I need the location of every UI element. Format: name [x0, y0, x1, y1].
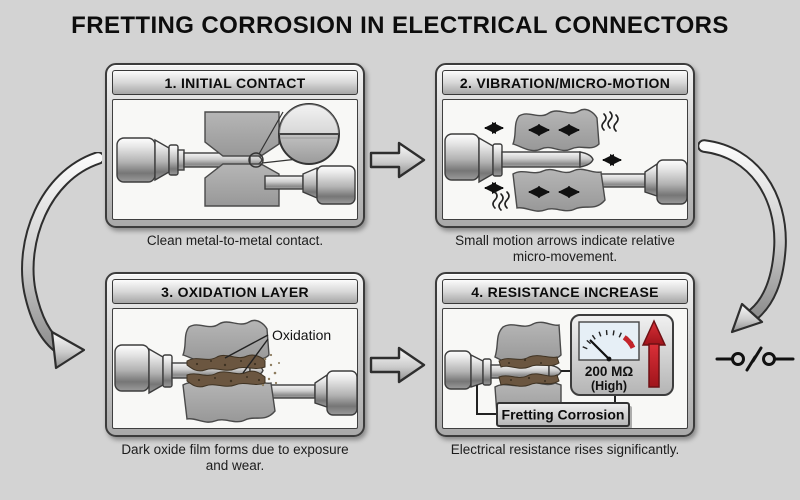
- vibration-illustration: [444, 108, 687, 212]
- fretting-corrosion-label: Fretting Corrosion: [502, 407, 625, 423]
- panel-vibration-micro-motion: 2. VIBRATION/MICRO-MOTION: [435, 63, 695, 228]
- panel-4-header: 4. RESISTANCE INCREASE: [442, 279, 688, 304]
- vibration-squiggles-icon: [492, 111, 619, 211]
- panel-4-body: 200 MΩ (High) Fretting Corrosion: [442, 308, 688, 429]
- oxide-film: [498, 355, 560, 387]
- oxidation-label: Oxidation: [272, 327, 331, 343]
- left-connector: [444, 133, 594, 184]
- caption-panel-4: Electrical resistance rises significantl…: [450, 442, 680, 457]
- oxide-speckles: [508, 358, 546, 382]
- magnifier-callout: [248, 103, 340, 168]
- caption-panel-2: Small motion arrows indicate relative mi…: [455, 233, 675, 265]
- rising-resistance-arrow-icon: [641, 319, 667, 388]
- flow-arrow-3-to-4-icon: [369, 346, 426, 384]
- panel-1-header: 1. INITIAL CONTACT: [112, 70, 358, 95]
- caption-panel-3: Dark oxide film forms due to exposure an…: [121, 442, 349, 474]
- resistance-meter: 200 MΩ (High): [570, 314, 674, 396]
- wear-debris: [261, 353, 280, 387]
- panel-oxidation-layer: 3. OXIDATION LAYER: [105, 272, 365, 437]
- panel-2-body: [442, 99, 688, 220]
- panel-resistance-increase: 4. RESISTANCE INCREASE: [435, 272, 695, 437]
- panel-initial-contact: 1. INITIAL CONTACT: [105, 63, 365, 228]
- intermittent-contact-icon: [715, 346, 795, 372]
- gauge-needle: [589, 339, 611, 361]
- panel-2-header: 2. VIBRATION/MICRO-MOTION: [442, 70, 688, 95]
- oxidation-illustration: Oxidation: [114, 319, 357, 423]
- gauge-red-zone: [622, 335, 636, 349]
- oxide-speckles: [195, 360, 261, 383]
- oxide-film: [186, 354, 266, 388]
- right-connector: [600, 159, 687, 205]
- panel-3-body: Oxidation: [112, 308, 358, 429]
- flow-arrow-1-to-2-icon: [369, 141, 426, 179]
- flow-arrow-1-to-3-icon: [21, 152, 102, 370]
- right-connector: [270, 370, 357, 416]
- initial-contact-illustration: [116, 103, 356, 207]
- page-title: FRETTING CORROSION IN ELECTRICAL CONNECT…: [71, 12, 729, 39]
- receptacle-blocks-wavy: [182, 319, 276, 423]
- oxidation-annotation: Oxidation: [224, 327, 331, 374]
- meter-reading: 200 MΩ: [585, 364, 634, 379]
- caption-panel-1: Clean metal-to-metal contact.: [146, 233, 324, 248]
- right-connector: [264, 165, 356, 205]
- micro-motion-arrows: [484, 122, 622, 198]
- flow-arrow-2-to-4-icon: [698, 139, 787, 334]
- fretting-corrosion-callout: Fretting Corrosion: [496, 402, 632, 428]
- meter-state: (High): [591, 379, 627, 393]
- panel-3-header: 3. OXIDATION LAYER: [112, 279, 358, 304]
- panel-1-body: [112, 99, 358, 220]
- resistance-illustration: 200 MΩ (High) Fretting Corrosion: [444, 314, 674, 428]
